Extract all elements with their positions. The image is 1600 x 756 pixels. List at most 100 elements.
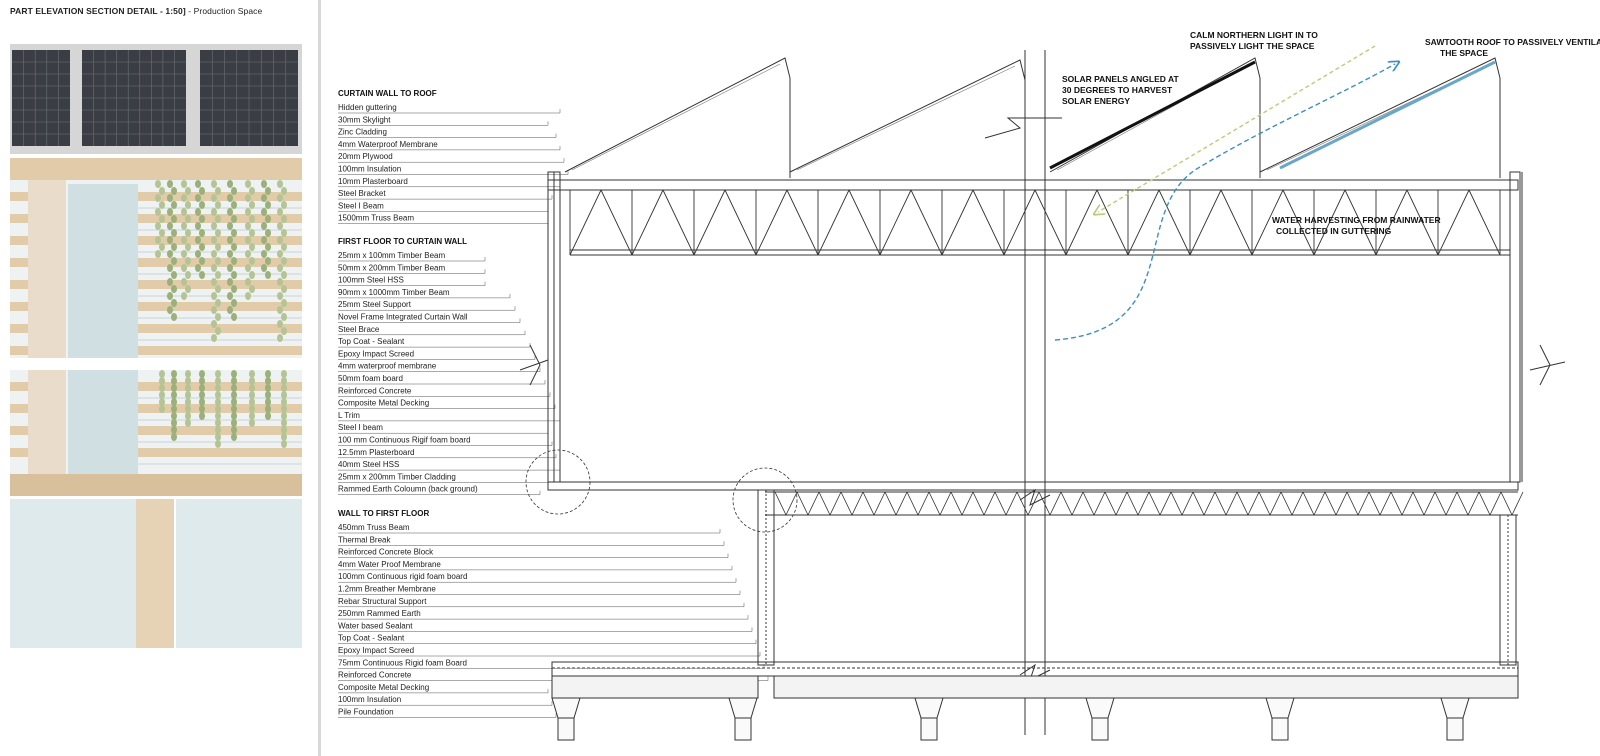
leaf	[195, 194, 201, 202]
panel-divider	[318, 0, 321, 756]
truss-diagonal	[1034, 189, 1067, 256]
leaf	[159, 405, 165, 413]
hanging-plants-lower	[159, 370, 287, 448]
material-label: 75mm Continuous Rigid foam Board	[338, 658, 467, 667]
ventilation-arrow	[1054, 64, 1395, 341]
leader-line	[338, 121, 549, 126]
truss-diagonal	[910, 189, 943, 256]
leaf	[185, 384, 191, 392]
leaf	[261, 250, 267, 258]
leaf	[265, 412, 271, 420]
leaf	[199, 271, 205, 279]
sawtooth-1	[564, 57, 791, 178]
pile-shaft	[1091, 717, 1109, 741]
material-label: Epoxy Impact Screed	[338, 646, 414, 655]
material-label: Top Coat - Sealant	[338, 337, 405, 346]
leaf	[195, 222, 201, 230]
leaf	[211, 194, 217, 202]
leaf	[277, 208, 283, 216]
leader-line	[338, 639, 757, 644]
leaf	[167, 292, 173, 300]
leaf	[227, 222, 233, 230]
leaf	[249, 377, 255, 385]
truss-diagonal	[1344, 189, 1377, 256]
leaf	[211, 292, 217, 300]
leaf	[265, 384, 271, 392]
leaf	[167, 306, 173, 314]
leaf	[265, 271, 271, 279]
leaf	[211, 264, 217, 272]
leaf	[265, 377, 271, 385]
northern-light-arrow	[1098, 45, 1376, 212]
leaf	[167, 250, 173, 258]
timber-slat	[138, 346, 302, 355]
floor-truss-diagonal	[1060, 491, 1084, 516]
floor-truss-diagonal	[774, 491, 798, 516]
sawtooth-2	[789, 59, 1026, 178]
material-label: Epoxy Impact Screed	[338, 349, 414, 358]
leaf	[265, 391, 271, 399]
material-label: Pile Foundation	[338, 708, 394, 717]
leaf	[265, 229, 271, 237]
floor-truss-diagonal	[1412, 491, 1436, 516]
leaf	[211, 334, 217, 342]
leader-line	[338, 158, 565, 163]
leaf	[199, 391, 205, 399]
annotation-light: CALM NORTHERN LIGHT IN TO PASSIVELY LIGH…	[1190, 30, 1320, 51]
leaf	[227, 250, 233, 258]
leaf	[215, 433, 221, 441]
material-label: 25mm Steel Support	[338, 300, 412, 309]
rammed-earth-column-lower	[28, 370, 66, 474]
annotation-solar-line: SOLAR ENERGY	[1062, 96, 1130, 106]
leaf	[215, 384, 221, 392]
leaf	[199, 215, 205, 223]
annotation-light-line: PASSIVELY LIGHT THE SPACE	[1190, 41, 1315, 51]
leaf	[265, 201, 271, 209]
leaf	[277, 306, 283, 314]
material-label: Zinc Cladding	[338, 128, 387, 137]
leaf	[281, 370, 287, 378]
material-label: 100 mm Continuous Rigif foam board	[338, 436, 471, 445]
timber-slat	[10, 382, 28, 391]
timber-slat	[10, 302, 28, 311]
leaf	[211, 180, 217, 188]
leaf	[231, 433, 237, 441]
leaf	[249, 391, 255, 399]
leaf	[215, 257, 221, 265]
leaf	[181, 264, 187, 272]
floor-truss-diagonal	[906, 491, 930, 516]
leaf	[231, 419, 237, 427]
leaf	[231, 271, 237, 279]
annotation-water: WATER HARVESTING FROM RAINWATER COLLECTE…	[1272, 215, 1443, 236]
leaf	[195, 180, 201, 188]
timber-slat	[10, 280, 28, 289]
leaf	[155, 236, 161, 244]
leaf	[249, 257, 255, 265]
leaf	[265, 398, 271, 406]
timber-slat	[138, 302, 302, 311]
floor-truss-diagonal	[884, 491, 908, 516]
leader-line	[338, 145, 561, 151]
leaf	[227, 194, 233, 202]
leaf	[265, 187, 271, 195]
material-label: Reinforced Concrete	[338, 671, 412, 680]
material-label: 25mm x 200mm Timber Cladding	[338, 472, 456, 481]
leaf	[215, 243, 221, 251]
floor-truss-diagonal	[1346, 491, 1370, 516]
leader-line	[338, 195, 553, 200]
leaf	[215, 187, 221, 195]
break-zigzag-top	[984, 117, 1062, 139]
leaf	[277, 236, 283, 244]
leaf	[245, 292, 251, 300]
leader-line	[338, 392, 551, 397]
group-header: WALL TO FIRST FLOOR	[338, 509, 429, 518]
leaf	[245, 180, 251, 188]
leaf	[155, 180, 161, 188]
leaf	[159, 398, 165, 406]
leaf	[227, 278, 233, 286]
leaf	[281, 412, 287, 420]
leaf	[281, 271, 287, 279]
pile-cap	[1440, 697, 1470, 719]
leaf	[185, 243, 191, 251]
